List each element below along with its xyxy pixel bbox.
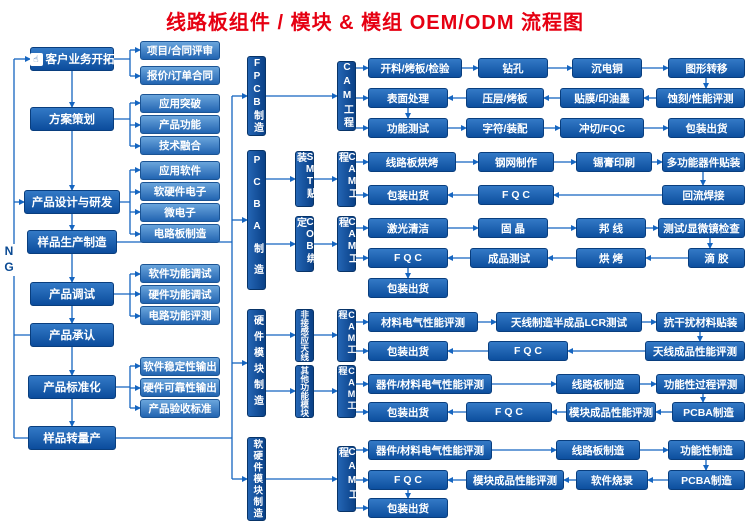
- flow-step: F Q C: [478, 185, 554, 205]
- stage-design-rd: 产品设计与研发: [24, 190, 120, 214]
- substep-box: 应用软件: [140, 161, 220, 180]
- flow-step: 包装出货: [368, 498, 448, 518]
- stage-label: 客户业务开拓: [45, 54, 115, 66]
- substep-box: 项目/合同评审: [140, 41, 220, 60]
- stage-mass-production: 样品转量产: [28, 426, 116, 450]
- substep-box: 电路板制造: [140, 224, 220, 243]
- stage-product-approval: 产品承认: [30, 323, 114, 347]
- flow-step: 沉电铜: [572, 58, 642, 78]
- flow-step: 多功能器件贴装: [662, 152, 745, 172]
- flow-step: 器件/材料电气性能评测: [368, 440, 492, 460]
- flow-step: 材料电气性能评测: [368, 312, 478, 332]
- flow-step: 表面处理: [368, 88, 448, 108]
- flow-step: 包装出货: [368, 278, 448, 298]
- substep-box: 产品功能: [140, 115, 220, 134]
- flow-step: 固 晶: [478, 218, 548, 238]
- cam-engineering-box: CAM工程: [337, 216, 358, 272]
- substep-box: 应用突破: [140, 94, 220, 113]
- stage-solution-planning: 方案策划: [30, 107, 114, 131]
- process-cob: COB绑定: [295, 216, 316, 272]
- flow-step: F Q C: [466, 402, 552, 422]
- substep-box: 软硬件电子: [140, 182, 220, 201]
- flow-step: 回流焊接: [662, 185, 745, 205]
- category-sw-hw-module: 软硬件模块制造: [247, 437, 266, 521]
- process-smt: SMT贴装: [295, 151, 316, 207]
- cam-engineering-box: CAM工程: [337, 61, 356, 131]
- flow-step: 蚀刻/性能评测: [656, 88, 745, 108]
- flow-step: 天线制造半成品LCR测试: [496, 312, 642, 332]
- flow-step: 模块成品性能评测: [466, 470, 564, 490]
- flow-step: 烘 烤: [576, 248, 646, 268]
- substep-box: 微电子: [140, 203, 220, 222]
- stage-product-debugging: 产品调试: [30, 282, 114, 306]
- substep-box: 电路功能评测: [140, 306, 220, 325]
- substep-box: 硬件功能调试: [140, 285, 220, 304]
- substep-box: 产品验收标准: [140, 399, 220, 418]
- flow-step: 激光清洁: [368, 218, 448, 238]
- flow-step: 包装出货: [368, 185, 448, 205]
- flow-step: PCBA制造: [668, 470, 745, 490]
- cam-engineering-box: CAM工程: [337, 309, 357, 362]
- substep-box: 硬件可靠性输出: [140, 378, 220, 397]
- flow-step: 字符/装配: [466, 118, 544, 138]
- flow-step: 图形转移: [668, 58, 745, 78]
- flow-step: 线路板制造: [556, 440, 640, 460]
- page-title: 线路板组件 / 模块 & 模组 OEM/ODM 流程图: [165, 12, 585, 34]
- flow-step: 测试/显微镜检查: [658, 218, 745, 238]
- ng-label: NG: [2, 244, 16, 276]
- flow-step: 包装出货: [668, 118, 745, 138]
- arrow-connectors: [14, 47, 713, 511]
- flow-step: 钻孔: [478, 58, 548, 78]
- flow-step: 压层/烤板: [466, 88, 544, 108]
- flow-step: 软件烧录: [576, 470, 648, 490]
- flow-step: 滴 胶: [688, 248, 745, 268]
- flow-step: 功能性过程评测: [656, 374, 745, 394]
- hand-icon: ☝: [29, 52, 43, 66]
- flow-step: 锡膏印刷: [576, 152, 652, 172]
- flow-step: 开料/烤板/检验: [368, 58, 462, 78]
- cam-engineering-box: CAM工程: [337, 151, 358, 207]
- flow-step: 抗干扰材料贴装: [656, 312, 745, 332]
- flow-step: 贴膜/印油墨: [560, 88, 644, 108]
- flow-step: F Q C: [488, 341, 568, 361]
- substep-box: 软件功能调试: [140, 264, 220, 283]
- substep-box: 报价/订单合同: [140, 66, 220, 85]
- flow-step: 模块成品性能评测: [566, 402, 656, 422]
- flow-step: 钢网制作: [478, 152, 554, 172]
- flow-step: 功能测试: [368, 118, 448, 138]
- flow-step: 冲切/FQC: [560, 118, 644, 138]
- category-fpcb: FPCB制造: [247, 56, 266, 136]
- process-other-module: 其他功能模块: [295, 365, 314, 418]
- flow-step: 功能性制造: [668, 440, 745, 460]
- flow-step: 器件/材料电气性能评测: [368, 374, 492, 394]
- flow-step: 天线成品性能评测: [645, 341, 745, 361]
- stage-customer-development: ☝ 客户业务开拓: [29, 47, 115, 71]
- cam-engineering-box: CAM工程: [337, 365, 357, 418]
- flow-step: F Q C: [368, 470, 448, 490]
- flow-step: 线路板烘烤: [368, 152, 456, 172]
- flow-step: 包装出货: [368, 402, 448, 422]
- process-antenna: 非接感应天线: [295, 309, 314, 362]
- flow-step: 成品测试: [470, 248, 548, 268]
- substep-box: 技术融合: [140, 136, 220, 155]
- category-pcba: PCBA制造: [247, 150, 266, 290]
- flow-step: F Q C: [368, 248, 448, 268]
- substep-box: 软件稳定性输出: [140, 357, 220, 376]
- stage-sample-production: 样品生产制造: [27, 230, 117, 254]
- stage-product-standardization: 产品标准化: [28, 375, 116, 399]
- flow-step: PCBA制造: [672, 402, 745, 422]
- flow-step: 包装出货: [368, 341, 448, 361]
- category-hw-module: 硬件模块制造: [247, 309, 266, 417]
- flow-step: 线路板制造: [556, 374, 640, 394]
- cam-engineering-box: CAM工程: [337, 446, 358, 512]
- flow-step: 邦 线: [576, 218, 646, 238]
